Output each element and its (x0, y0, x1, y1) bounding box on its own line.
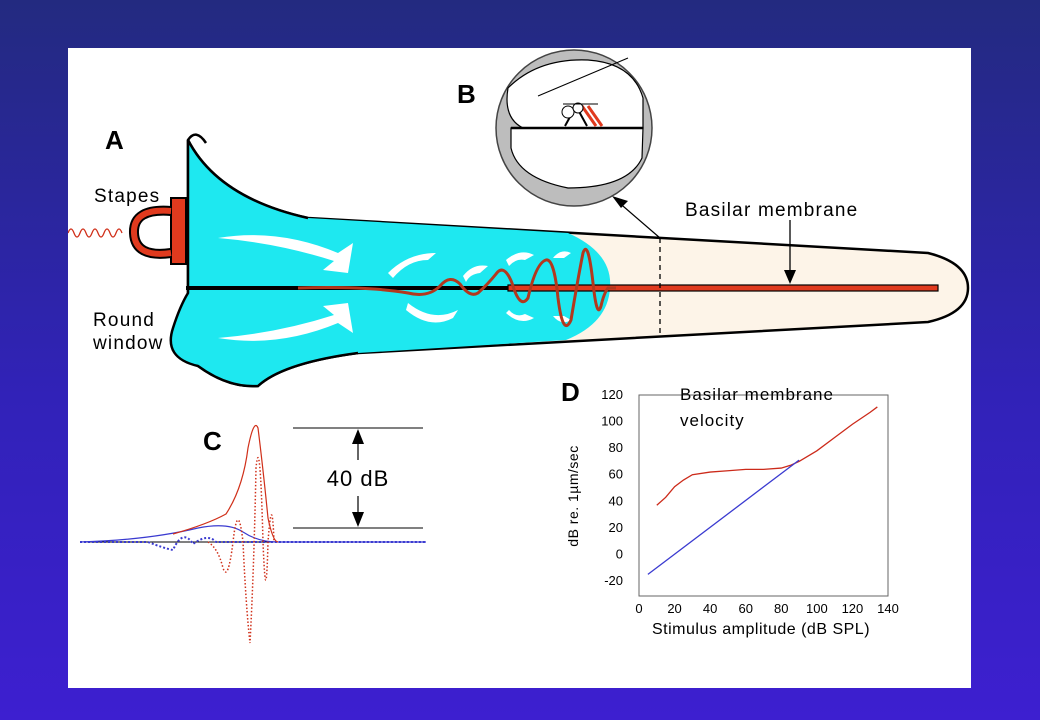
y-tick-labels: -20 0 20 40 60 80 100 120 (601, 387, 623, 588)
x-axis-label: Stimulus amplitude (dB SPL) (652, 621, 870, 638)
y-tick-label: 120 (601, 387, 623, 402)
chart-title-line1: Basilar membrane (680, 385, 834, 404)
y-tick-label: 40 (609, 493, 623, 508)
x-tick-label: 80 (774, 601, 788, 616)
x-tick-label: 120 (842, 601, 864, 616)
panel-c-label: C (203, 426, 222, 456)
y-tick-label: -20 (604, 573, 623, 588)
response-waveforms (79, 424, 426, 644)
cochlea-outline (169, 133, 359, 388)
x-tick-label: 20 (667, 601, 681, 616)
x-tick-label: 40 (703, 601, 717, 616)
red-envelope (172, 424, 279, 543)
y-tick-label: 60 (609, 467, 623, 482)
stapes-footplate (170, 197, 187, 265)
input-sound-wave (68, 228, 123, 238)
panel-b-label: B (457, 79, 476, 109)
flow-arrows (218, 235, 571, 341)
velocity-chart: 0 20 40 60 80 100 120 140 -20 0 20 40 60 80 100 120 Ba… (565, 385, 899, 638)
cochlear-fluid (170, 140, 611, 387)
panel-d-label: D (561, 377, 580, 407)
x-tick-label: 100 (806, 601, 828, 616)
stapes-label: Stapes (94, 186, 160, 207)
y-axis-label: dB re. 1µm/sec (565, 445, 581, 546)
round-window-label-1: Round (93, 310, 155, 331)
x-tick-label: 140 (877, 601, 899, 616)
y-tick-label: 100 (601, 414, 623, 429)
traveling-wave (297, 247, 616, 327)
panel-a-label: A (105, 125, 124, 155)
y-tick-label: 20 (609, 520, 623, 535)
plot-frame (638, 394, 889, 597)
slide-panel: 0 20 40 60 80 100 120 140 -20 0 20 40 60 80 100 120 Ba… (68, 48, 971, 688)
x-tick-label: 0 (635, 601, 642, 616)
red-dotted-response (207, 456, 275, 644)
series-line-1 (647, 459, 800, 575)
basilar-membrane-label: Basilar membrane (685, 200, 858, 221)
scale-arrow-down (352, 512, 364, 527)
chart-marks (647, 406, 878, 575)
round-window-label-2: window (92, 333, 164, 354)
scale-arrow-up (352, 429, 364, 444)
series-line-0 (656, 406, 878, 506)
x-tick-label: 60 (738, 601, 752, 616)
membrane-pointer-arrow (784, 270, 796, 284)
db-scale-label: 40 dB (327, 466, 390, 491)
y-tick-label: 0 (616, 546, 623, 561)
chart-title-line2: velocity (680, 411, 745, 430)
y-tick-label: 80 (609, 440, 623, 455)
figure-canvas: 0 20 40 60 80 100 120 140 -20 0 20 40 60 80 100 120 Ba… (68, 49, 970, 644)
blue-dotted-response (80, 536, 426, 552)
arrow-to-b (612, 196, 628, 208)
cochlea-diagram (68, 133, 970, 388)
cross-section-diagram (495, 49, 653, 207)
x-tick-labels: 0 20 40 60 80 100 120 140 (635, 601, 898, 616)
blue-envelope (79, 525, 426, 543)
